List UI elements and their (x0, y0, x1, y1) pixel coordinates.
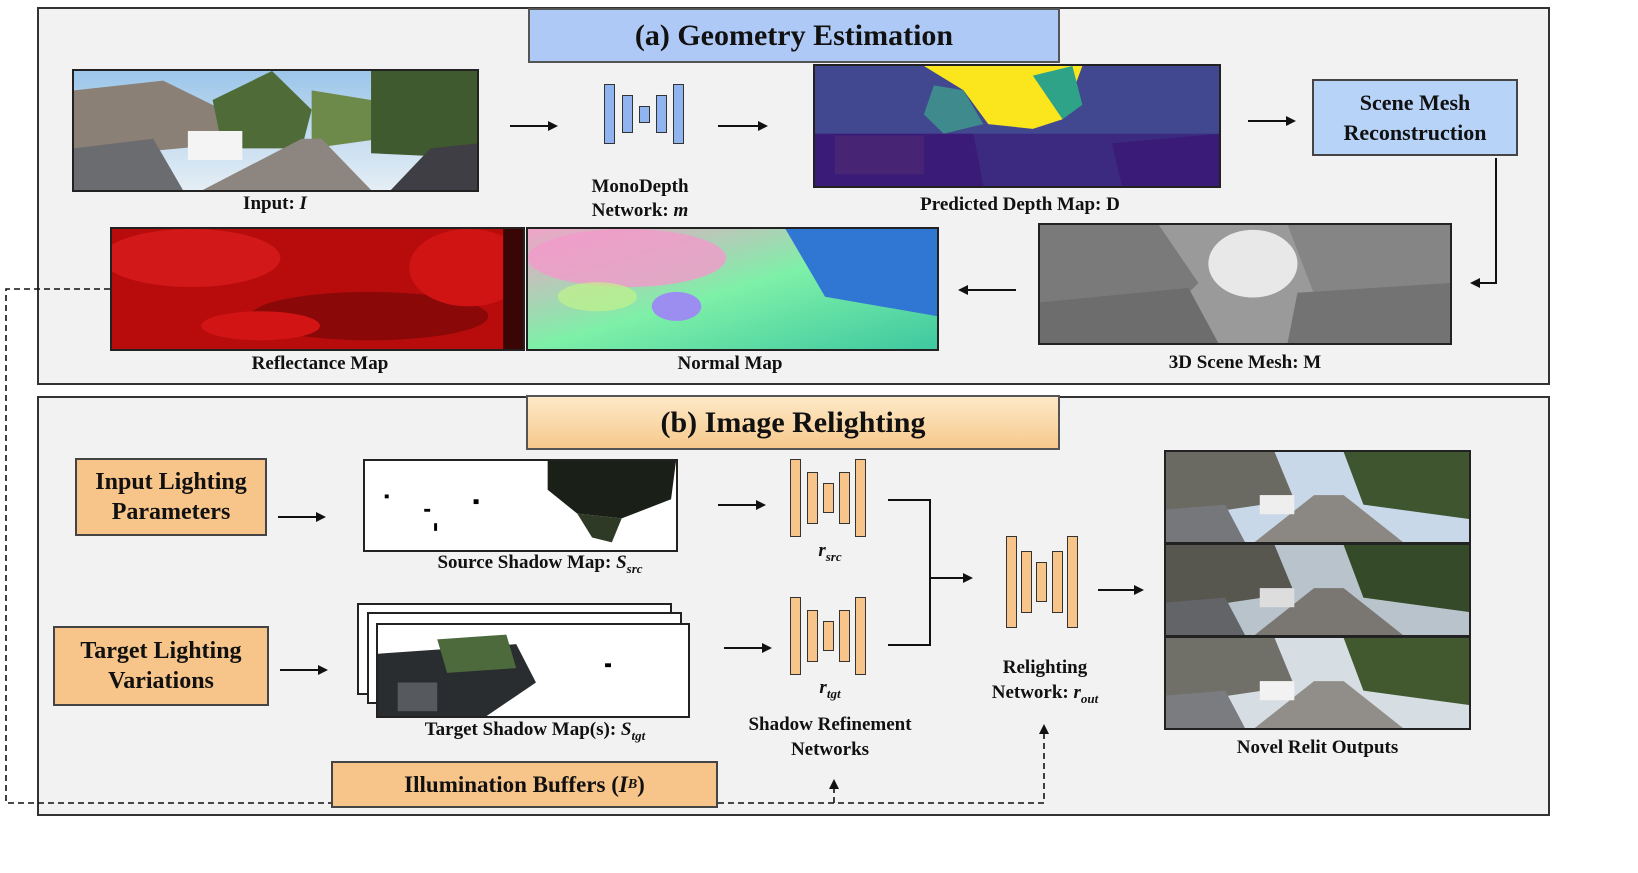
section-a-title: (a) Geometry Estimation (528, 8, 1060, 63)
depth-map-image (813, 64, 1221, 188)
relighting-network-label: Relighting Network: rout (991, 657, 1099, 706)
source-shadow-map-label: Source Shadow Map: Ssrc (437, 552, 643, 576)
r-tgt-network-icon (790, 597, 866, 675)
section-b-title: (b) Image Relighting (526, 395, 1060, 450)
novel-relit-outputs-label: Novel Relit Outputs (1236, 737, 1399, 758)
r-src-network-icon (790, 459, 866, 537)
normal-map-image (526, 227, 939, 351)
monodepth-label: MonoDepth Network: m (591, 176, 689, 221)
reflectance-map-label: Reflectance Map (251, 353, 389, 374)
depth-map-label: Predicted Depth Map: D (920, 194, 1120, 215)
scene-mesh-image (1038, 223, 1452, 345)
normal-map-label: Normal Map (677, 353, 783, 374)
reflectance-map-image (110, 227, 525, 351)
source-shadow-map-image (363, 459, 678, 552)
input-label: Input: I (243, 193, 307, 214)
relit-output-3 (1164, 636, 1471, 730)
r-src-label: rsrc (818, 540, 842, 564)
target-shadow-map-front (376, 623, 690, 718)
target-shadow-map-label: Target Shadow Map(s): Stgt (424, 719, 646, 743)
relighting-network-icon (1006, 536, 1078, 628)
input-image (72, 69, 479, 192)
relit-output-2 (1164, 543, 1471, 637)
monodepth-network-icon (604, 84, 684, 144)
r-tgt-label: rtgt (819, 677, 841, 701)
scene-mesh-label: 3D Scene Mesh: M (1168, 352, 1322, 373)
relit-output-1 (1164, 450, 1471, 544)
